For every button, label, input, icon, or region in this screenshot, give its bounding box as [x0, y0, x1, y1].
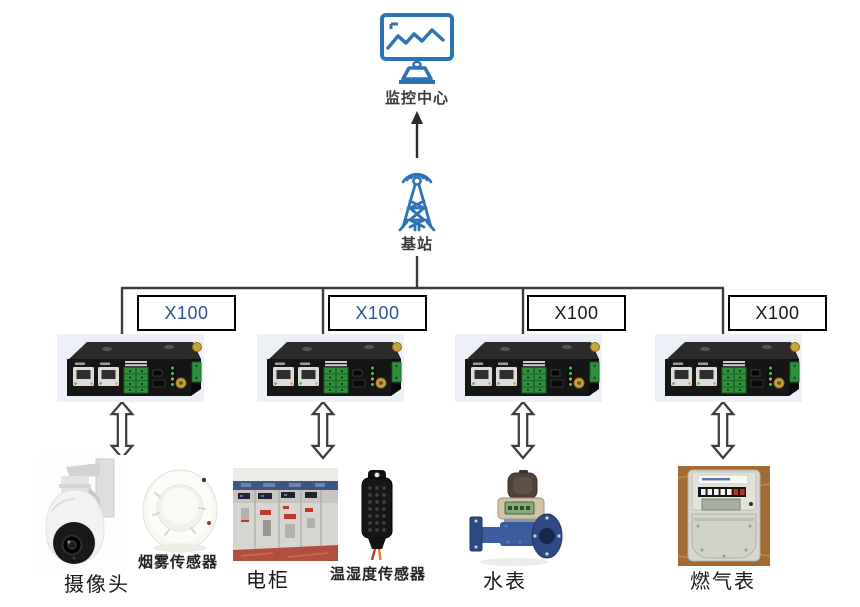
camera-label: 摄像头	[64, 574, 130, 596]
monitoring-center-label: 监控中心	[384, 90, 449, 107]
cell-tower-icon	[394, 160, 440, 232]
temp-humidity-label: 温湿度传感器	[329, 566, 426, 583]
double-arrow-4	[709, 400, 737, 460]
cabinet-label: 电柜	[246, 570, 290, 592]
double-arrow-2	[309, 400, 337, 460]
gateway-model-text: X100	[355, 302, 400, 323]
smoke-sensor-label: 烟雾传感器	[137, 554, 218, 571]
gateway-model-text: X100	[164, 302, 209, 323]
gateway-model-badge-1: X100	[137, 295, 236, 331]
uplink-arrow-head	[411, 111, 423, 124]
monitor-chart-icon	[379, 10, 455, 86]
x100-router-image-2	[257, 334, 404, 402]
double-arrow-1	[108, 400, 136, 460]
x100-router-image-4	[655, 334, 802, 402]
gas-meter-photo	[678, 466, 770, 566]
gateway-model-text: X100	[755, 302, 800, 323]
gas-meter-label: 燃气表	[690, 571, 756, 593]
double-arrow-3	[509, 400, 537, 460]
gateway-model-badge-2: X100	[328, 295, 427, 331]
water-meter-label: 水表	[483, 571, 527, 593]
smoke-detector-photo	[141, 463, 219, 555]
gateway-model-text: X100	[554, 302, 599, 323]
ptz-camera-photo	[38, 455, 126, 573]
gateway-model-badge-3: X100	[527, 295, 626, 331]
temp-humidity-sensor-photo	[355, 468, 399, 560]
base-station-label: 基站	[400, 236, 433, 253]
x100-router-image-3	[455, 334, 602, 402]
water-meter-photo	[468, 470, 564, 568]
gateway-model-badge-4: X100	[728, 295, 827, 331]
electric-cabinet-photo	[233, 468, 338, 561]
x100-router-image-1	[57, 334, 204, 402]
